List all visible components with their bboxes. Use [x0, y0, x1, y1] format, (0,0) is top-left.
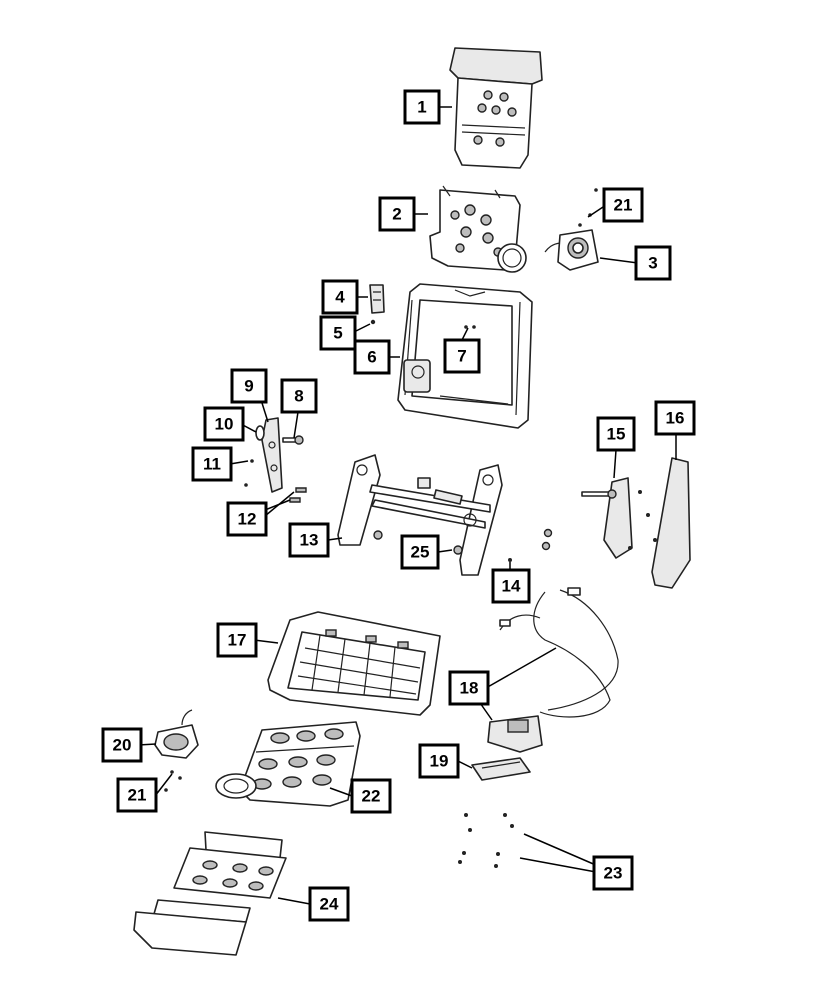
part-22-lumbar-plate — [215, 721, 361, 807]
part-13-seat-track — [337, 454, 503, 576]
callout-15: 15 — [596, 416, 636, 452]
part-20-lumbar-motor — [154, 709, 199, 759]
callout-8: 8 — [280, 378, 318, 414]
svg-text:22: 22 — [362, 787, 381, 806]
callout-7: 7 — [443, 338, 481, 374]
callout-21-lower: 21 — [116, 777, 158, 813]
svg-text:17: 17 — [228, 631, 247, 650]
part-15-outer-bracket — [581, 477, 633, 559]
part-18-wire-harness — [487, 587, 619, 753]
part-25-bolt — [373, 530, 463, 555]
svg-text:16: 16 — [666, 409, 685, 428]
callout-4: 4 — [321, 279, 359, 315]
svg-text:3: 3 — [648, 254, 657, 273]
callout-9: 9 — [230, 368, 268, 404]
svg-text:24: 24 — [320, 895, 339, 914]
callout-25: 25 — [400, 534, 440, 570]
part-19-cover — [471, 757, 531, 781]
svg-text:21: 21 — [128, 786, 147, 805]
part-4-bracket — [369, 284, 385, 314]
svg-text:6: 6 — [367, 348, 376, 367]
svg-text:2: 2 — [392, 205, 401, 224]
callout-3: 3 — [634, 245, 672, 281]
svg-text:10: 10 — [215, 415, 234, 434]
part-21-screws-lower — [164, 770, 182, 792]
svg-text:19: 19 — [430, 752, 449, 771]
callout-18: 18 — [448, 670, 490, 706]
part-14-bolts — [508, 528, 553, 562]
part-24-bottom-panel — [133, 831, 287, 956]
callout-6: 6 — [353, 339, 391, 375]
svg-text:18: 18 — [460, 679, 479, 698]
part-1-cushion-pad — [449, 47, 543, 169]
svg-text:23: 23 — [604, 864, 623, 883]
part-11-fasteners — [244, 459, 254, 487]
callout-11: 11 — [191, 446, 233, 482]
part-5-screw — [370, 319, 376, 325]
callout-19: 19 — [418, 743, 460, 779]
leader-lines — [137, 106, 677, 905]
callout-24: 24 — [308, 886, 350, 922]
part-16-side-shield — [628, 457, 691, 589]
part-23-clips — [458, 813, 514, 868]
part-3-motor — [544, 229, 599, 271]
svg-text:5: 5 — [333, 324, 342, 343]
part-2-cushion-plate — [429, 185, 527, 273]
part-12-bolts — [289, 487, 307, 503]
part-10-washer — [255, 425, 265, 441]
svg-text:9: 9 — [244, 377, 253, 396]
svg-text:11: 11 — [203, 455, 221, 474]
callout-13: 13 — [288, 522, 330, 558]
svg-text:20: 20 — [113, 736, 132, 755]
svg-text:12: 12 — [238, 510, 257, 529]
svg-text:7: 7 — [457, 347, 466, 366]
svg-text:25: 25 — [411, 543, 430, 562]
part-17-seat-pan — [267, 611, 441, 716]
callout-22: 22 — [350, 778, 392, 814]
callout-12: 12 — [226, 501, 268, 537]
svg-text:1: 1 — [417, 98, 426, 117]
part-9-side-bracket — [261, 417, 283, 493]
callout-20: 20 — [101, 727, 143, 763]
svg-text:8: 8 — [294, 387, 303, 406]
part-8-pin — [282, 435, 304, 445]
svg-text:21: 21 — [614, 196, 633, 215]
callout-1: 1 — [403, 89, 441, 125]
callout-17: 17 — [216, 622, 258, 658]
callout-23: 23 — [592, 855, 634, 891]
svg-text:14: 14 — [502, 577, 521, 596]
part-21-screws-upper — [578, 188, 598, 227]
svg-text:13: 13 — [300, 531, 319, 550]
callout-16: 16 — [654, 400, 696, 436]
svg-text:15: 15 — [607, 425, 626, 444]
callout-5: 5 — [319, 315, 357, 351]
callout-14: 14 — [491, 568, 531, 604]
callout-10: 10 — [203, 406, 245, 442]
callout-2: 2 — [378, 196, 416, 232]
svg-text:4: 4 — [335, 288, 345, 307]
callout-21-upper: 21 — [602, 187, 644, 223]
